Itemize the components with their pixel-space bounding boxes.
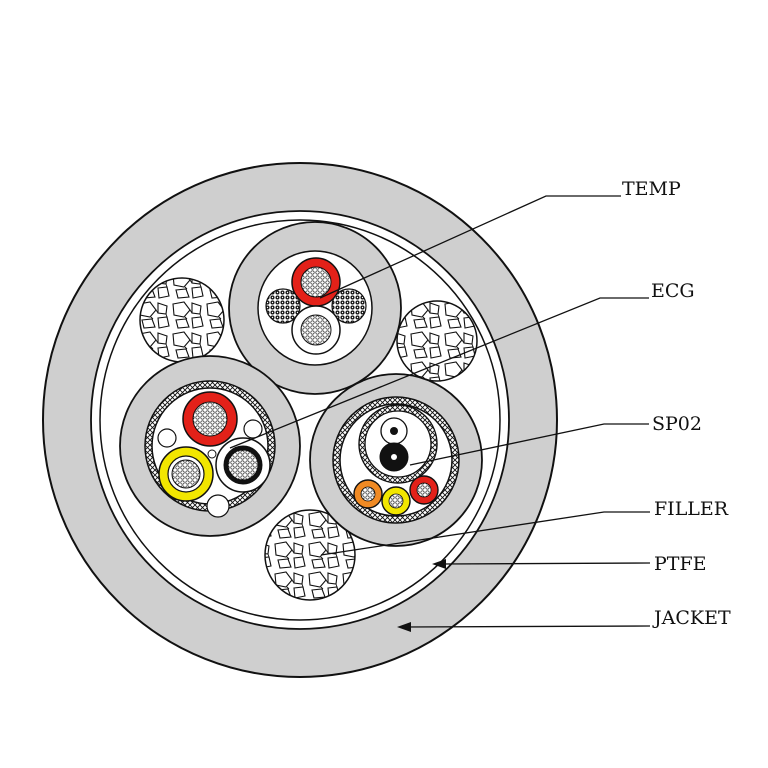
filler-label: FILLER: [654, 498, 729, 520]
ptfe-arrowhead: [432, 559, 446, 569]
ptfe-label: PTFE: [654, 553, 707, 575]
spo2-leader-line: [409, 423, 649, 466]
ecg-leader-line: [229, 297, 649, 449]
jacket-arrowhead: [397, 622, 411, 632]
jacket-leader-line: [404, 625, 651, 628]
filler-left: [139, 277, 225, 363]
filler-right: [396, 300, 478, 382]
spo2-label: SP02: [652, 413, 702, 435]
filler-leader-line: [320, 511, 650, 556]
temp-filler-strand-right: [331, 288, 367, 324]
ecg-label: ECG: [651, 280, 695, 302]
filler-bottom: [264, 509, 356, 601]
leader-lines: [229, 195, 651, 628]
temp-subcable: [228, 221, 402, 395]
temp-filler-strand-left: [265, 288, 301, 324]
temp-label: TEMP: [622, 178, 681, 200]
jacket-label: JACKET: [652, 607, 731, 629]
spo2-subcable: [309, 373, 483, 547]
temp-leader-line: [319, 195, 621, 299]
ecg-subcable: [119, 355, 301, 537]
ptfe-leader-line: [439, 562, 651, 565]
